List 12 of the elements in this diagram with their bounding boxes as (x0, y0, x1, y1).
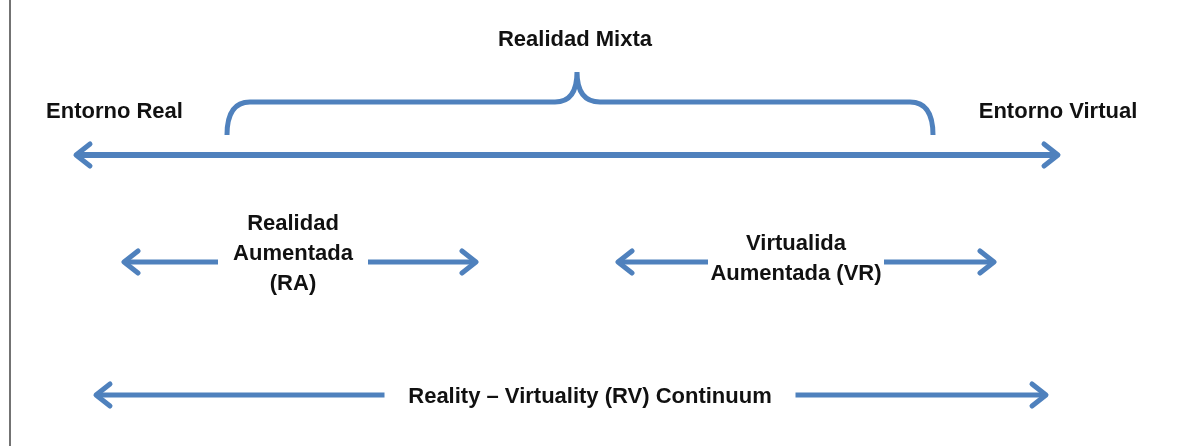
arrow (121, 248, 218, 276)
axis-end-label: Entorno Real (45, 97, 184, 125)
category-label: Reality – Virtuality (RV) Continuum (408, 382, 772, 410)
arrow (615, 248, 708, 276)
arrow (93, 381, 385, 409)
axis-end-label: Entorno Virtual (977, 97, 1139, 125)
category-label: Virtualida Aumentada (VR) (709, 229, 883, 287)
arrow (884, 248, 997, 276)
bracket-label: Realidad Mixta (496, 25, 653, 53)
arrow (368, 248, 479, 276)
arrow (795, 381, 1049, 409)
category-label: Realidad Aumentada (RA) (232, 209, 354, 297)
